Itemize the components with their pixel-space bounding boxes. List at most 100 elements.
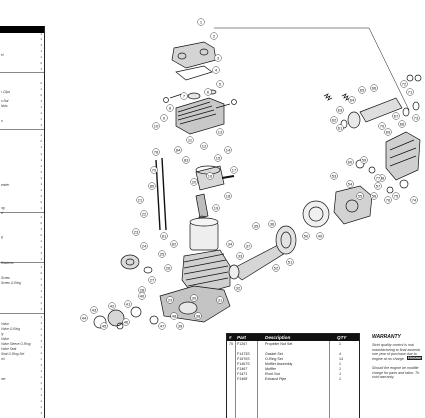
- left-qty: 1: [40, 363, 42, 367]
- callout-60: 60: [346, 158, 354, 166]
- callout-26: 26: [164, 264, 172, 272]
- svg-text:66: 66: [372, 85, 377, 90]
- svg-text:5: 5: [219, 81, 222, 86]
- callout-31: 31: [216, 296, 224, 304]
- callout-84: 84: [174, 146, 182, 154]
- svg-text:70: 70: [380, 123, 385, 128]
- left-qty: 1: [40, 251, 42, 255]
- callout-35: 35: [252, 222, 260, 230]
- callout-51: 51: [286, 258, 294, 266]
- left-item: s Nut: [1, 99, 9, 103]
- callout-38: 38: [194, 312, 202, 320]
- callout-73: 73: [412, 114, 420, 122]
- svg-text:64: 64: [350, 97, 355, 102]
- left-qty: 1: [40, 411, 42, 415]
- svg-text:38: 38: [196, 313, 201, 318]
- callout-81: 81: [160, 232, 168, 240]
- svg-text:16: 16: [208, 173, 213, 178]
- left-qty: 1: [40, 99, 42, 103]
- left-qty: 1: [40, 277, 42, 281]
- cell-num: 75: [229, 342, 233, 346]
- callout-10: 10: [152, 122, 160, 130]
- left-qty: 1: [40, 49, 42, 53]
- left-qty: 1: [40, 164, 42, 168]
- left-rule: [0, 262, 44, 263]
- callout-79: 79: [150, 166, 158, 174]
- svg-text:69: 69: [386, 129, 391, 134]
- cell-qty: 1: [339, 362, 341, 366]
- callout-69: 69: [384, 128, 392, 136]
- cell-part: F1570S: [237, 357, 250, 361]
- left-qty: 1: [40, 283, 42, 287]
- left-qty: 1: [40, 188, 42, 192]
- svg-text:71: 71: [408, 89, 413, 94]
- callout-18: 18: [224, 192, 232, 200]
- left-qty: 1: [40, 194, 42, 198]
- left-qty: 1: [40, 375, 42, 379]
- svg-text:47: 47: [160, 323, 165, 328]
- callout-16: 16: [206, 172, 214, 180]
- left-item: g: [1, 235, 3, 239]
- svg-text:73: 73: [414, 115, 419, 120]
- callout-50: 50: [302, 232, 310, 240]
- callout-17: 17: [230, 166, 238, 174]
- left-list-header: [0, 26, 44, 33]
- svg-text:55: 55: [358, 193, 363, 198]
- left-qty: 1: [40, 176, 42, 180]
- svg-text:45: 45: [102, 323, 107, 328]
- callout-21: 21: [136, 196, 144, 204]
- svg-text:26: 26: [166, 265, 171, 270]
- left-qty: 1: [40, 399, 42, 403]
- svg-text:39: 39: [178, 323, 183, 328]
- svg-text:48: 48: [172, 313, 177, 318]
- callout-27: 27: [148, 276, 156, 284]
- left-qty: 1: [40, 315, 42, 319]
- left-rule: [0, 129, 44, 130]
- callout-65: 65: [358, 86, 366, 94]
- callout-57: 57: [374, 182, 382, 190]
- callout-62: 62: [330, 116, 338, 124]
- left-qty: 1: [40, 123, 42, 127]
- callout-74: 74: [410, 196, 418, 204]
- svg-text:23: 23: [134, 229, 139, 234]
- callout-45: 45: [100, 322, 108, 330]
- header-qty: QTY: [337, 335, 347, 340]
- cell-qty: 1: [339, 367, 341, 371]
- left-qty: 1: [40, 55, 42, 59]
- svg-text:72: 72: [402, 81, 407, 86]
- left-rule: [0, 72, 44, 73]
- left-item: rol: [1, 357, 5, 361]
- callout-11: 11: [186, 136, 194, 144]
- svg-text:4: 4: [215, 67, 218, 72]
- callout-44: 44: [80, 314, 88, 322]
- left-qty: 2: [40, 200, 42, 204]
- callout-7: 7: [180, 92, 188, 100]
- callout-33: 33: [236, 252, 244, 260]
- left-qty: 1: [40, 37, 42, 41]
- left-item: Valve Sleeve O-Ring: [1, 342, 31, 346]
- svg-text:30: 30: [192, 295, 197, 300]
- cell-description: Propeller Nut Set: [265, 342, 293, 346]
- svg-text:41: 41: [126, 301, 131, 306]
- callout-39: 39: [176, 322, 184, 330]
- warranty-line: Strict quality control is mai: [372, 343, 414, 347]
- callout-41: 41: [124, 300, 132, 308]
- callout-52: 52: [272, 264, 280, 272]
- svg-text:52: 52: [274, 265, 279, 270]
- table-divider: [329, 341, 330, 418]
- callout-78: 78: [152, 148, 160, 156]
- callout-12: 12: [200, 142, 208, 150]
- cell-description: Rock Nut: [265, 372, 280, 376]
- callout-82: 82: [170, 240, 178, 248]
- callout-4: 4: [212, 66, 220, 74]
- left-item: Screw: [1, 276, 10, 280]
- left-qty: 2: [40, 233, 42, 237]
- left-qty: 1: [40, 369, 42, 373]
- callout-61: 61: [336, 124, 344, 132]
- left-qty: 1: [40, 43, 42, 47]
- svg-text:49: 49: [318, 233, 323, 238]
- callout-13: 13: [216, 128, 224, 136]
- callout-36: 36: [268, 220, 276, 228]
